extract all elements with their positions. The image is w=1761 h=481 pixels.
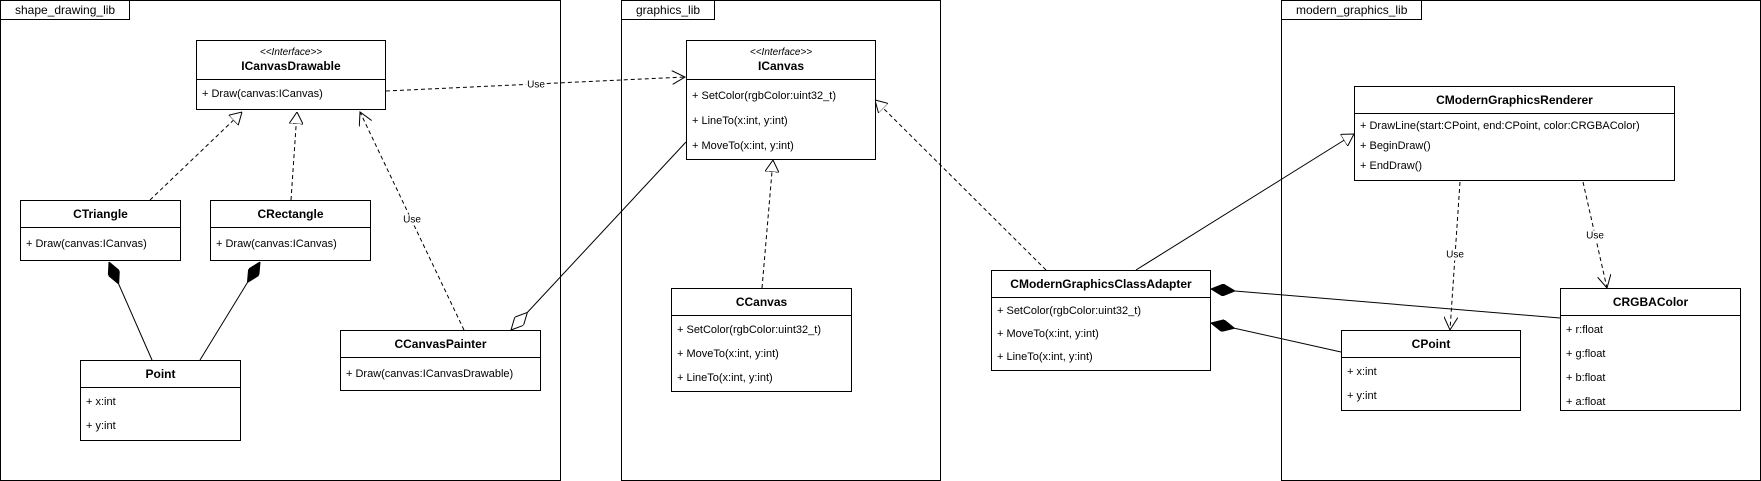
class-cmoderngraphicsclassadapter[interactable]: CModernGraphicsClassAdapter + SetColor(r… <box>991 270 1211 371</box>
class-cpoint[interactable]: CPoint + x:int + y:int <box>1341 330 1521 411</box>
class-member: + LineTo(x:int, y:int) <box>692 115 788 127</box>
stereotype-label: <<Interface>> <box>749 46 813 58</box>
class-name: CPoint <box>1411 336 1451 351</box>
class-member: + LineTo(x:int, y:int) <box>677 372 773 384</box>
class-cmoderngraphicsrenderer[interactable]: CModernGraphicsRenderer + DrawLine(start… <box>1354 86 1675 181</box>
class-name: CModernGraphicsClassAdapter <box>1010 276 1192 291</box>
class-member: + a:float <box>1566 396 1606 408</box>
use-label: Use <box>526 79 546 91</box>
class-member: + y:int <box>86 420 116 432</box>
class-member: + BeginDraw() <box>1360 140 1431 152</box>
class-crgbacolor[interactable]: CRGBAColor + r:float + g:float + b:float… <box>1560 288 1741 411</box>
class-member: + SetColor(rgbColor:uint32_t) <box>997 305 1141 317</box>
class-member: + b:float <box>1566 372 1606 384</box>
class-member: + Draw(canvas:ICanvas) <box>26 238 147 250</box>
class-member: + g:float <box>1566 348 1606 360</box>
class-name: CModernGraphicsRenderer <box>1436 92 1593 107</box>
class-member: + SetColor(rgbColor:uint32_t) <box>692 90 836 102</box>
package-tab-label: shape_drawing_lib <box>0 0 131 20</box>
class-member: + r:float <box>1566 324 1603 336</box>
package-tab-label: graphics_lib <box>621 0 716 20</box>
class-name: ICanvas <box>757 58 805 73</box>
class-icanvas[interactable]: <<Interface>> ICanvas + SetColor(rgbColo… <box>686 40 876 160</box>
package-tab-label: modern_graphics_lib <box>1281 0 1423 20</box>
class-member: + MoveTo(x:int, y:int) <box>692 140 794 152</box>
class-name: CCanvas <box>735 294 788 309</box>
class-member: + x:int <box>1347 366 1377 378</box>
class-name: CCanvasPainter <box>394 336 487 351</box>
class-member: + Draw(canvas:ICanvas) <box>202 88 323 100</box>
class-member: + Draw(canvas:ICanvasDrawable) <box>346 368 514 380</box>
class-member: + MoveTo(x:int, y:int) <box>997 328 1099 340</box>
class-name: CRectangle <box>257 206 324 221</box>
class-name: CRGBAColor <box>1612 294 1689 309</box>
class-name: ICanvasDrawable <box>241 58 341 73</box>
class-member: + x:int <box>86 396 116 408</box>
class-member: + LineTo(x:int, y:int) <box>997 351 1093 363</box>
class-name: Point <box>145 366 176 381</box>
class-member: + MoveTo(x:int, y:int) <box>677 348 779 360</box>
class-ctriangle[interactable]: CTriangle + Draw(canvas:ICanvas) <box>20 200 181 261</box>
class-member: + SetColor(rgbColor:uint32_t) <box>677 324 821 336</box>
class-name: CTriangle <box>73 206 128 221</box>
use-label: Use <box>402 214 422 226</box>
class-member: + EndDraw() <box>1360 160 1423 172</box>
class-ccanvaspainter[interactable]: CCanvasPainter + Draw(canvas:ICanvasDraw… <box>340 330 541 391</box>
use-label: Use <box>1585 230 1605 242</box>
stereotype-label: <<Interface>> <box>259 46 323 58</box>
class-member: + Draw(canvas:ICanvas) <box>216 238 337 250</box>
class-member: + DrawLine(start:CPoint, end:CPoint, col… <box>1360 120 1640 132</box>
class-crectangle[interactable]: CRectangle + Draw(canvas:ICanvas) <box>210 200 371 261</box>
use-label: Use <box>1445 249 1465 261</box>
class-ccanvas[interactable]: CCanvas + SetColor(rgbColor:uint32_t) + … <box>671 288 852 392</box>
class-point[interactable]: Point + x:int + y:int <box>80 360 241 441</box>
class-member: + y:int <box>1347 390 1377 402</box>
class-icanvasdrawable[interactable]: <<Interface>> ICanvasDrawable + Draw(can… <box>196 40 386 110</box>
